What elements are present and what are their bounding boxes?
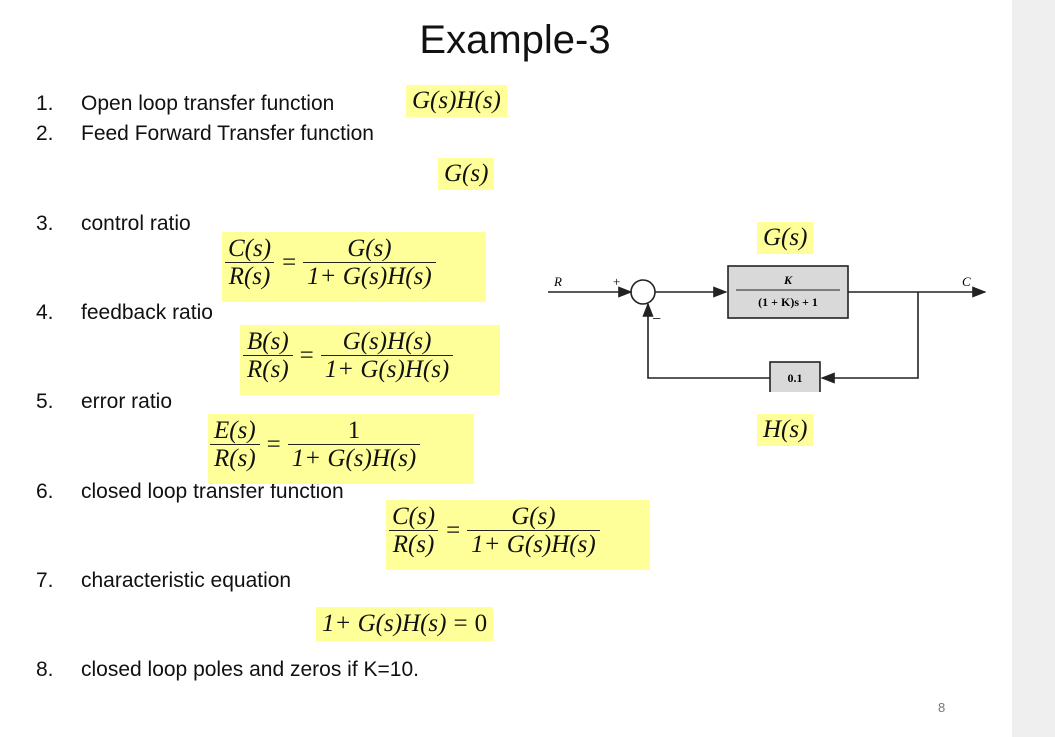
equals-sign: = (453, 610, 468, 637)
feedback-path-out (642, 302, 770, 379)
slide (0, 0, 1012, 737)
list-item: 5. error ratio (36, 390, 172, 414)
lhs-numerator: C(s) (392, 503, 436, 530)
list-item: 4. feedback ratio (36, 301, 213, 325)
characteristic-rhs: 0 (474, 610, 488, 637)
rhs-denominator: 1+ G(s)H(s) (303, 262, 436, 290)
feedback-ratio-highlight (240, 325, 500, 395)
list-item: 6. closed loop transfer function (36, 480, 344, 504)
item-text: error ratio (81, 390, 173, 413)
rhs-numerator: G(s) (347, 235, 392, 262)
lhs-denominator: R(s) (224, 262, 275, 290)
summing-junction (630, 279, 656, 305)
equals-sign: = (299, 341, 314, 369)
h-label: H(s) (757, 414, 814, 446)
rhs-numerator: 1 (347, 417, 361, 444)
list-item: 1. Open loop transfer function (36, 92, 334, 116)
feedback-ratio-formula: B(s)R(s) = G(s)H(s)1+ G(s)H(s) (243, 328, 454, 383)
lhs-numerator: E(s) (214, 417, 256, 444)
rhs-numerator: G(s) (511, 503, 556, 530)
item-text: Open loop transfer function (81, 92, 335, 115)
minus-sign: − (652, 311, 661, 328)
closed-loop-formula: C(s)R(s) = G(s)1+ G(s)H(s) (388, 503, 600, 558)
rhs-numerator: G(s)H(s) (342, 328, 432, 355)
list-item: 2. Feed Forward Transfer function (36, 122, 374, 146)
feedback-block-value: 0.1 (788, 371, 803, 385)
forward-block-numerator: K (783, 273, 793, 287)
rhs-denominator: 1+ G(s)H(s) (320, 355, 454, 383)
side-margin (1012, 0, 1055, 737)
item-number: 6. (36, 480, 54, 503)
item-number: 2. (36, 122, 54, 145)
item-text: feedback ratio (81, 301, 213, 324)
output-label: C (962, 274, 971, 289)
list-item: 3. control ratio (36, 212, 191, 236)
forward-block-denominator: (1 + K)s + 1 (758, 295, 818, 309)
rhs-denominator: 1+ G(s)H(s) (287, 444, 421, 472)
lhs-numerator: B(s) (247, 328, 289, 355)
block-diagram: R + − K (1 + K)s + 1 0.1 C (548, 265, 987, 392)
equals-sign: = (446, 516, 461, 544)
rhs-denominator: 1+ G(s)H(s) (467, 530, 600, 558)
item-text: characteristic equation (81, 569, 292, 592)
lhs-denominator: R(s) (210, 444, 260, 472)
item-text: Feed Forward Transfer function (81, 122, 374, 145)
feedback-path-in (820, 292, 919, 384)
equals-sign: = (266, 430, 281, 458)
lhs-numerator: C(s) (228, 235, 272, 262)
forward-block (727, 265, 849, 319)
feedback-block (769, 361, 821, 392)
closed-loop-highlight (386, 500, 650, 570)
feed-forward-formula: G(s) (438, 158, 495, 190)
characteristic-lhs: 1+ G(s)H(s) (322, 610, 447, 637)
error-ratio-highlight (208, 414, 474, 484)
control-ratio-highlight (222, 232, 486, 302)
item-text: closed loop poles and zeros if K=10. (81, 658, 419, 681)
control-ratio-formula: C(s)R(s) = G(s)1+ G(s)H(s) (224, 235, 436, 290)
list-item: 8. closed loop poles and zeros if K=10. (36, 658, 419, 682)
slide-title: Example-3 (419, 18, 611, 62)
item-text: closed loop transfer function (81, 480, 344, 503)
item-number: 8. (36, 658, 54, 681)
equals-sign: = (282, 248, 297, 276)
item-number: 7. (36, 569, 54, 592)
g-label: G(s) (757, 222, 814, 254)
page-number: 8 (938, 700, 946, 715)
item-number: 3. (36, 212, 54, 235)
item-number: 1. (36, 92, 54, 115)
characteristic-equation: 1+ G(s)H(s)=0 (316, 607, 494, 641)
plus-sign: + (613, 274, 620, 289)
item-text: control ratio (81, 212, 191, 235)
list-item: 7. characteristic equation (36, 569, 291, 593)
lhs-denominator: R(s) (243, 355, 293, 383)
open-loop-formula: G(s)H(s) (406, 85, 507, 117)
item-number: 5. (36, 390, 54, 413)
item-number: 4. (36, 301, 54, 324)
lhs-denominator: R(s) (388, 530, 439, 558)
input-label: R (553, 274, 562, 289)
